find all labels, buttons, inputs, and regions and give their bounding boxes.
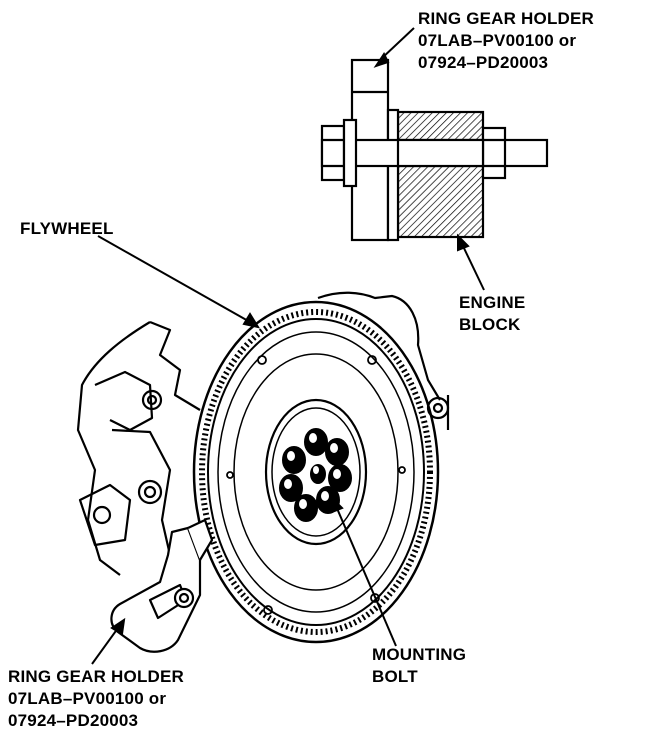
ring-gear <box>192 300 440 644</box>
flywheel-label: FLYWHEEL <box>20 218 114 240</box>
ring-gear-holder-top-label: RING GEAR HOLDER 07LAB–PV00100 or 07924–… <box>418 8 594 74</box>
engine-block-label: ENGINE BLOCK <box>459 292 525 336</box>
bolt-head <box>320 124 346 182</box>
mounting-bolt-label: MOUNTING BOLT <box>372 644 466 688</box>
ring-gear-holder-section-detail <box>320 58 549 242</box>
engine-block-label-line-2: BLOCK <box>459 315 521 334</box>
ring-gear-holder-top-title: RING GEAR HOLDER <box>418 9 595 28</box>
mounting-bolt-label-line-2: BOLT <box>372 667 418 686</box>
mounting-bolts <box>279 428 352 522</box>
ring-gear-holder-tool <box>110 518 214 653</box>
engine-block-section <box>398 112 483 237</box>
engine-housing <box>76 291 450 576</box>
ring-gear-holder-bottom-title: RING GEAR HOLDER <box>8 667 185 686</box>
ring-gear-holder-bottom-part-1: 07LAB–PV00100 or <box>8 689 167 708</box>
ring-gear-holder-top-part-2: 07924–PD20003 <box>418 53 549 72</box>
ring-gear-holder-bottom-label: RING GEAR HOLDER 07LAB–PV00100 or 07924–… <box>8 666 184 732</box>
flywheel-hub <box>264 398 368 546</box>
ring-gear-holder-bottom-part-2: 07924–PD20003 <box>8 711 139 730</box>
flywheel <box>192 300 440 644</box>
flywheel-label-text: FLYWHEEL <box>20 219 114 238</box>
ring-gear-holder-top-part-1: 07LAB–PV00100 or <box>418 31 577 50</box>
leader-arrows <box>91 27 485 665</box>
engine-block-label-line-1: ENGINE <box>459 293 526 312</box>
nut <box>481 126 507 180</box>
mounting-bolt-label-line-1: MOUNTING <box>372 645 467 664</box>
